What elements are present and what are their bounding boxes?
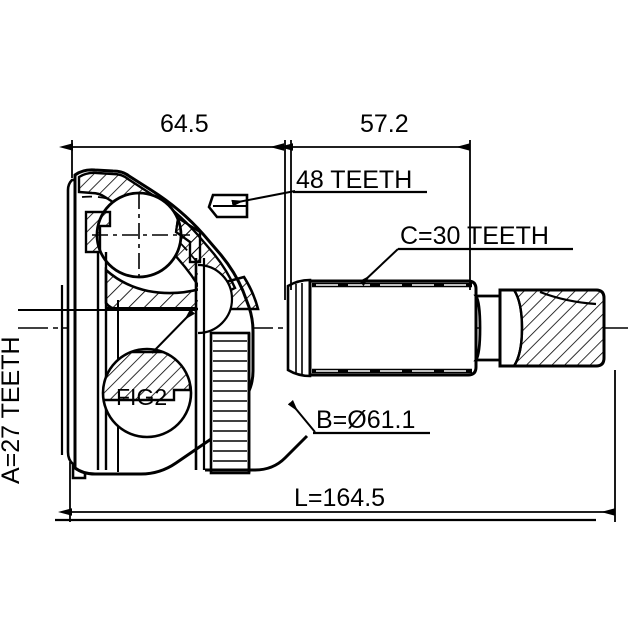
- dimension-label-64-5: 64.5: [160, 110, 209, 138]
- cv-joint-bell-housing: [18, 168, 309, 480]
- dimension-line-overall: [55, 508, 615, 522]
- callout-a27-teeth: A=27 TEETH: [0, 336, 25, 484]
- leader-c30-teeth: [358, 247, 573, 287]
- output-shaft: [286, 278, 606, 378]
- abs-ring-top-segment: [207, 193, 249, 219]
- callout-b-diameter: B=Ø61.1: [316, 406, 416, 434]
- witness-lines: [69, 140, 616, 522]
- abs-tone-ring: [209, 331, 251, 475]
- callout-fig2: FIG2: [116, 384, 168, 410]
- bell-bore-walls: [96, 252, 206, 472]
- dimension-label-overall: L=164.5: [294, 484, 386, 512]
- shaft-reduced-neck: [473, 294, 502, 362]
- shaft-neck: [286, 278, 312, 378]
- leader-48-teeth: [231, 190, 427, 207]
- leader-b-diameter: [287, 400, 430, 435]
- cage-window-arc: [197, 263, 234, 335]
- callout-48-teeth: 48 TEETH: [296, 166, 413, 194]
- dimension-label-57-2: 57.2: [360, 110, 409, 138]
- bell-lower-skirt: [205, 434, 309, 472]
- ball-track-dashed-line: [81, 195, 213, 285]
- fig2-detail-callout: [101, 308, 196, 439]
- shaft-end-section: [498, 288, 606, 368]
- callout-c30-teeth: C=30 TEETH: [400, 222, 549, 250]
- shaft-spline-barrel: [308, 279, 478, 377]
